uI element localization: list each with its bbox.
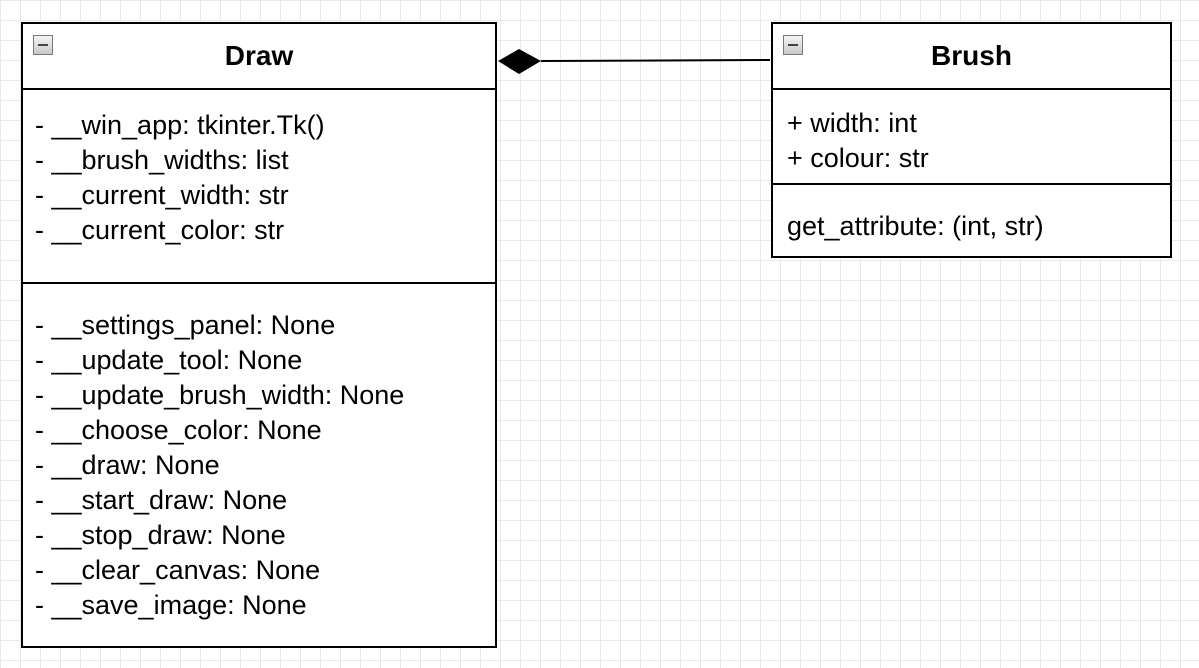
attribute: - __win_app: tkinter.Tk() [35, 110, 325, 140]
operation: - __choose_color: None [35, 415, 322, 445]
class-brush-name: Brush [931, 40, 1012, 71]
class-brush[interactable]: Brush + width: int + colour: str get_att… [771, 22, 1172, 258]
collapse-minus-icon[interactable] [783, 35, 803, 55]
class-draw-operations: - __settings_panel: None - __update_tool… [23, 284, 495, 623]
association-line[interactable] [540, 59, 771, 62]
operation: - __stop_draw: None [35, 520, 286, 550]
composition-diamond-icon[interactable] [498, 49, 541, 74]
class-brush-operations: get_attribute: (int, str) [773, 185, 1170, 244]
class-draw-name: Draw [224, 40, 294, 71]
operation: - __settings_panel: None [35, 310, 336, 340]
attribute: - __current_width: str [35, 180, 289, 210]
attribute: + width: int [787, 108, 917, 138]
class-draw-header[interactable]: Draw [23, 24, 495, 90]
attribute: - __brush_widths: list [35, 145, 289, 175]
attribute: + colour: str [787, 143, 929, 173]
operation: get_attribute: (int, str) [787, 211, 1044, 241]
class-brush-attributes: + width: int + colour: str [773, 90, 1170, 185]
class-draw-attributes: - __win_app: tkinter.Tk() - __brush_widt… [23, 90, 495, 284]
operation: - __clear_canvas: None [35, 555, 321, 585]
operation: - __draw: None [35, 450, 220, 480]
attribute: - __current_color: str [35, 215, 285, 245]
class-brush-header[interactable]: Brush [773, 24, 1170, 90]
operation: - __update_tool: None [35, 345, 303, 375]
collapse-minus-icon[interactable] [33, 35, 53, 55]
operation: - __save_image: None [35, 590, 307, 620]
operation: - __start_draw: None [35, 485, 288, 515]
operation: - __update_brush_width: None [35, 380, 405, 410]
class-draw[interactable]: Draw - __win_app: tkinter.Tk() - __brush… [21, 22, 497, 648]
